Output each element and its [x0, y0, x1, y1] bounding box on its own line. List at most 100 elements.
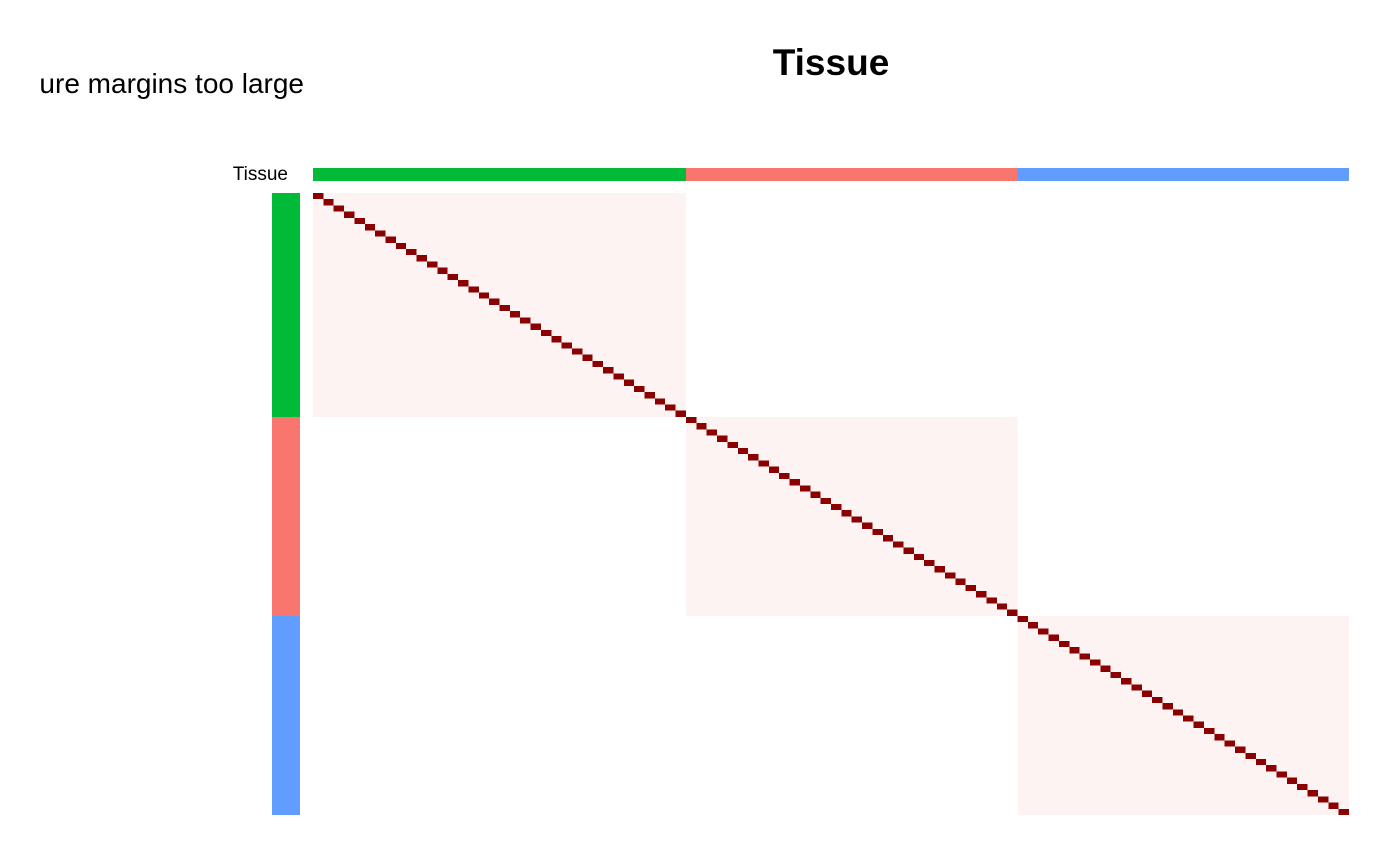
- heatmap-diagonal-cell: [1307, 790, 1318, 797]
- column-annotation-1: [313, 168, 686, 181]
- heatmap-diagonal-cell: [934, 566, 945, 573]
- heatmap-diagonal-cell: [344, 211, 355, 218]
- heatmap-diagonal-cell: [882, 535, 894, 542]
- heatmap-diagonal-cell: [1317, 796, 1329, 803]
- heatmap-diagonal-cell: [1224, 740, 1236, 747]
- heatmap-diagonal-cell: [1255, 759, 1267, 766]
- heatmap-diagonal-cell: [582, 354, 593, 361]
- heatmap-diagonal-cell: [416, 255, 427, 262]
- heatmap-diagonal-cell: [313, 193, 324, 200]
- heatmap-diagonal-cell: [1100, 665, 1111, 672]
- heatmap-diagonal-cell: [810, 491, 821, 498]
- heatmap-diagonal-cell: [1141, 690, 1153, 697]
- heatmap-diagonal-cell: [613, 373, 624, 380]
- heatmap-diagonal-cell: [965, 584, 977, 592]
- heatmap-diagonal-cell: [623, 379, 635, 386]
- heatmap-diagonal-cell: [447, 273, 459, 281]
- error-message: ure margins too large: [39, 68, 304, 99]
- heatmap-diagonal-cell: [1038, 628, 1049, 635]
- heatmap-diagonal-cell: [1131, 684, 1142, 691]
- heatmap-diagonal-cell: [1152, 696, 1163, 704]
- heatmap-diagonal-cell: [1172, 709, 1184, 716]
- heatmap-diagonal-cell: [1286, 777, 1298, 784]
- heatmap-diagonal-cell: [592, 360, 604, 368]
- heatmap-diagonal-cell: [841, 510, 852, 517]
- heatmap-diagonal-cell: [955, 578, 966, 585]
- heatmap-diagonal-cell: [779, 472, 790, 480]
- heatmap-diagonal-cell: [1110, 671, 1122, 679]
- heatmap-diagonal-cell: [426, 261, 438, 268]
- heatmap-diagonal-cell: [820, 497, 831, 504]
- heatmap-diagonal-cell: [1007, 609, 1018, 616]
- heatmap-diagonal-cell: [903, 547, 914, 554]
- heatmap-diagonal-cell: [385, 236, 396, 243]
- heatmap-diagonal-cell: [665, 404, 676, 411]
- heatmap-diagonal-cell: [644, 392, 655, 399]
- heatmap-diagonal-cell: [499, 304, 510, 312]
- heatmap-diagonal-cell: [1266, 765, 1277, 772]
- heatmap-diagonal-cell: [333, 205, 345, 212]
- heatmap-diagonal-cell: [364, 224, 376, 231]
- heatmap-diagonal-cell: [851, 516, 863, 523]
- heatmap-diagonal-cell: [1017, 615, 1028, 623]
- heatmap-diagonal-cell: [748, 454, 759, 461]
- heatmap-diagonal-cell: [996, 603, 1008, 610]
- heatmap-diagonal-cell: [758, 460, 769, 467]
- heatmap-diagonal-cell: [872, 528, 883, 536]
- heatmap-diagonal-cell: [572, 348, 583, 355]
- heatmap-diagonal-cell: [717, 435, 728, 442]
- heatmap-diagonal-cell: [1193, 721, 1204, 728]
- heatmap-diagonal-cell: [1069, 647, 1080, 654]
- heatmap-diagonal-cell: [768, 466, 780, 473]
- heatmap-diagonal-cell: [789, 479, 800, 486]
- heatmap-diagonal-cell: [944, 572, 956, 579]
- heatmap-diagonal-cell: [913, 553, 925, 560]
- heatmap-diagonal-cell: [1245, 752, 1256, 760]
- heatmap-diagonal-cell: [1297, 783, 1308, 791]
- column-annotation-2: [685, 168, 1018, 181]
- heatmap-diagonal-cell: [893, 541, 904, 548]
- heatmap-diagonal-cell: [727, 441, 738, 449]
- heatmap-diagonal-cell: [1235, 746, 1246, 753]
- heatmap-diagonal-cell: [685, 416, 697, 424]
- column-annotation-3: [1017, 168, 1349, 181]
- heatmap-diagonal-cell: [395, 242, 407, 249]
- heatmap-diagonal-cell: [1183, 715, 1194, 722]
- heatmap-diagonal-cell: [540, 329, 552, 337]
- heatmap-diagonal-cell: [1027, 622, 1039, 629]
- heatmap-diagonal-cell: [478, 292, 490, 299]
- annotation-track-label: Tissue: [232, 164, 288, 185]
- heatmap-diagonal-cell: [1048, 634, 1059, 641]
- row-annotation-2: [272, 416, 300, 616]
- heatmap-diagonal-cell: [706, 429, 718, 436]
- heatmap-diagonal-cell: [489, 298, 500, 305]
- heatmap-diagonal-cell: [520, 317, 531, 324]
- heatmap-diagonal-cell: [1203, 727, 1215, 735]
- heatmap-diagonal-cell: [509, 311, 521, 318]
- heatmap-diagonal-cell: [1090, 659, 1101, 666]
- heatmap-diagonal-cell: [1338, 808, 1349, 815]
- row-annotation-3: [272, 615, 300, 815]
- heatmap-diagonal-cell: [1214, 734, 1225, 741]
- heatmap-diagonal-cell: [1058, 640, 1070, 648]
- heatmap-diagonal-cell: [561, 342, 572, 349]
- heatmap-diagonal-cell: [831, 504, 842, 511]
- heatmap-diagonal-cell: [1121, 678, 1132, 685]
- heatmap-diagonal-cell: [654, 398, 666, 405]
- heatmap-diagonal-cell: [1162, 703, 1173, 710]
- chart-title: Tissue: [772, 42, 890, 83]
- heatmap-diagonal-cell: [675, 410, 686, 417]
- heatmap-diagonal-cell: [468, 286, 479, 293]
- heatmap-diagonal-cell: [323, 199, 334, 206]
- heatmap-diagonal-cell: [1276, 771, 1287, 778]
- heatmap-diagonal-cell: [603, 367, 614, 374]
- heatmap-diagonal-cell: [375, 230, 386, 237]
- heatmap-diagonal-cell: [458, 280, 469, 287]
- heatmap-diagonal-cell: [799, 485, 811, 492]
- heatmap-diagonal-cell: [354, 217, 365, 225]
- heatmap-diagonal-cell: [696, 423, 707, 430]
- heatmap-diagonal-cell: [1328, 802, 1339, 809]
- heatmap-diagonal-cell: [976, 591, 987, 598]
- heatmap-diagonal-cell: [634, 385, 645, 393]
